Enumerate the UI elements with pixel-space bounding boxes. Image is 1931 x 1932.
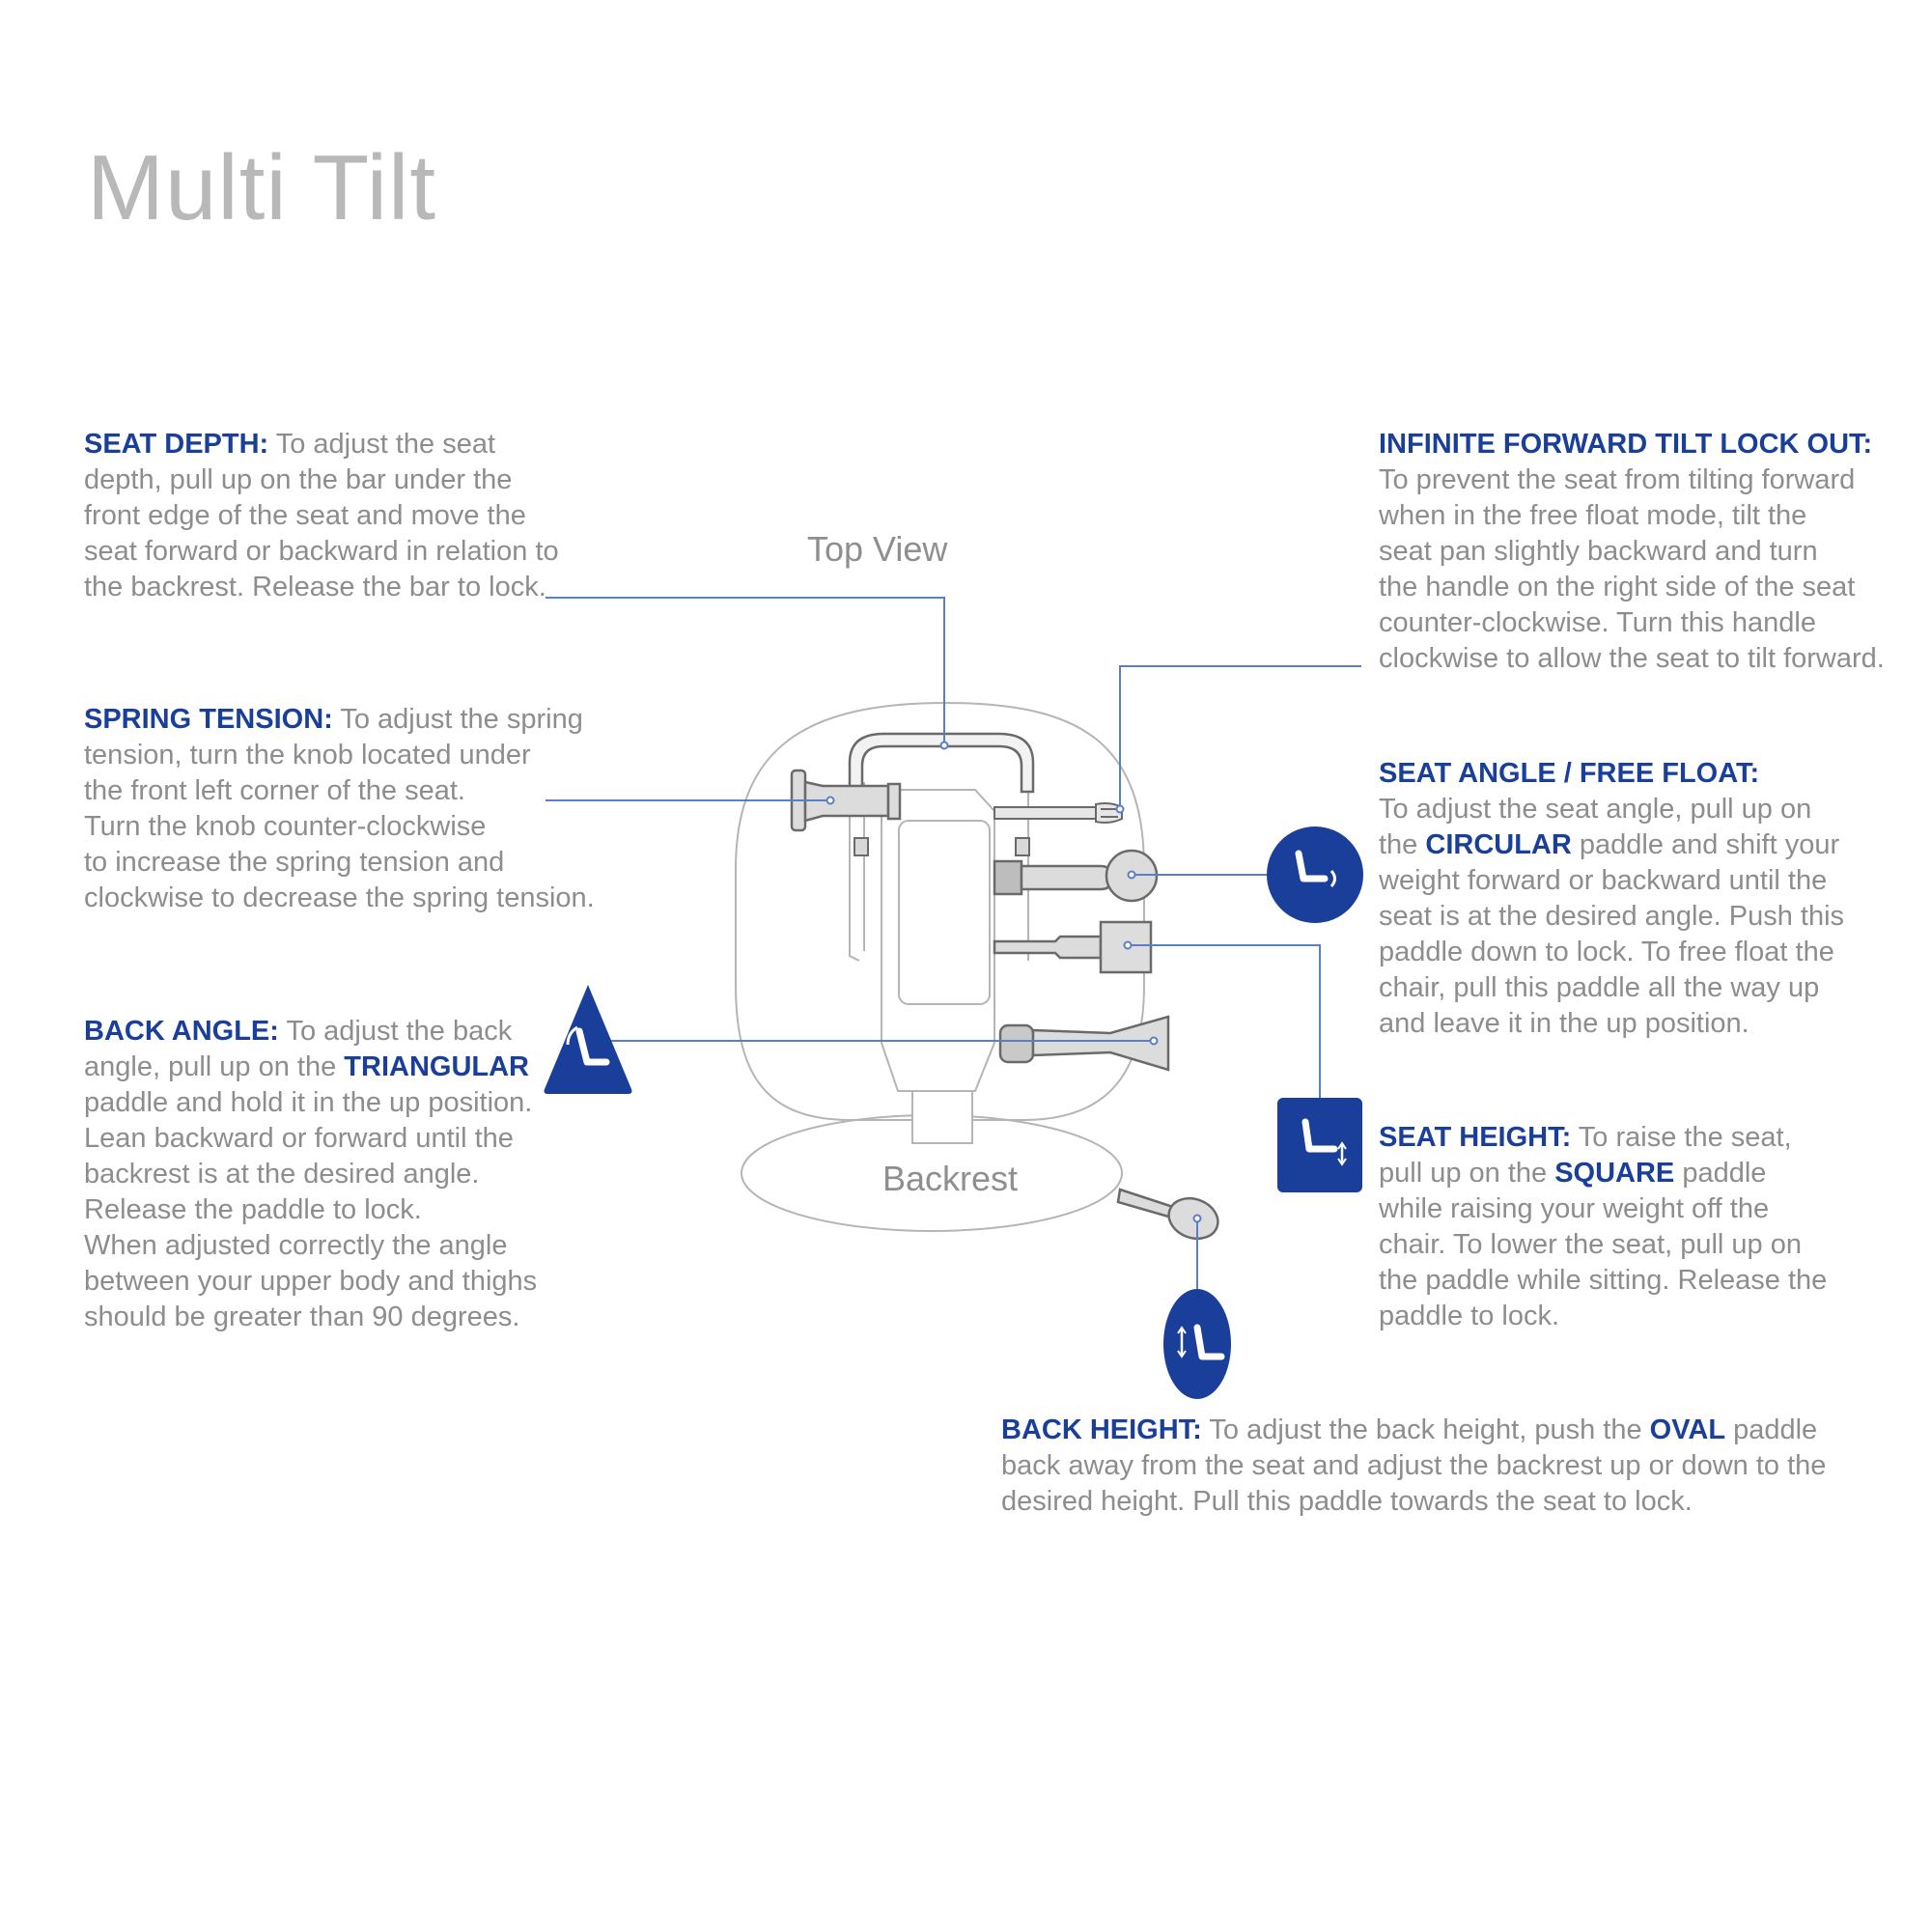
oval-keyword: OVAL [1649, 1414, 1726, 1445]
seat-depth-heading: SEAT DEPTH: [84, 429, 269, 460]
seat-height-text: SEAT HEIGHT: To raise the seat, pull up … [1379, 1122, 1828, 1331]
seat-angle-heading: SEAT ANGLE / FREE FLOAT: [1379, 758, 1760, 789]
forward-tilt-heading: INFINITE FORWARD TILT LOCK OUT: [1379, 429, 1873, 460]
oval-paddle [1116, 1188, 1219, 1241]
back-height-heading: BACK HEIGHT: [1001, 1414, 1202, 1445]
triangular-paddle-icon [544, 985, 632, 1094]
back-height-text: BACK HEIGHT: To adjust the back height, … [1001, 1414, 1827, 1517]
back-angle-text: BACK ANGLE: To adjust the back angle, pu… [84, 1016, 538, 1332]
square-keyword: SQUARE [1554, 1158, 1675, 1189]
page-title: Multi Tilt [87, 136, 437, 239]
spring-tension-text: SPRING TENSION: To adjust the spring ten… [84, 704, 595, 913]
circular-keyword: CIRCULAR [1425, 829, 1572, 860]
square-paddle [993, 920, 1153, 974]
back-angle-heading: BACK ANGLE: [84, 1016, 279, 1047]
back-support-stem [911, 1090, 973, 1144]
seat-angle-text: SEAT ANGLE / FREE FLOAT: To adjust the s… [1379, 758, 1845, 1039]
square-paddle-icon [1277, 1098, 1362, 1192]
seat-depth-text: SEAT DEPTH: To adjust the seat depth, pu… [84, 429, 559, 602]
triangular-paddle-arm [998, 1015, 1170, 1072]
spring-tension-heading: SPRING TENSION: [84, 704, 333, 735]
forward-tilt-handle [993, 802, 1123, 824]
seat-height-heading: SEAT HEIGHT: [1379, 1122, 1572, 1153]
forward-tilt-text: INFINITE FORWARD TILT LOCK OUT: To preve… [1379, 429, 1885, 674]
circular-paddle-icon [1267, 826, 1363, 923]
triangular-keyword: TRIANGULAR [344, 1051, 529, 1082]
backrest-label: Backrest [882, 1159, 1019, 1198]
top-view-label: Top View [807, 529, 948, 569]
seat-mechanism [881, 789, 995, 1092]
forward-tilt-leader [1119, 665, 1361, 809]
seat-depth-leader [546, 597, 945, 743]
oval-paddle-icon [1163, 1289, 1231, 1399]
square-leader [1128, 944, 1321, 1101]
